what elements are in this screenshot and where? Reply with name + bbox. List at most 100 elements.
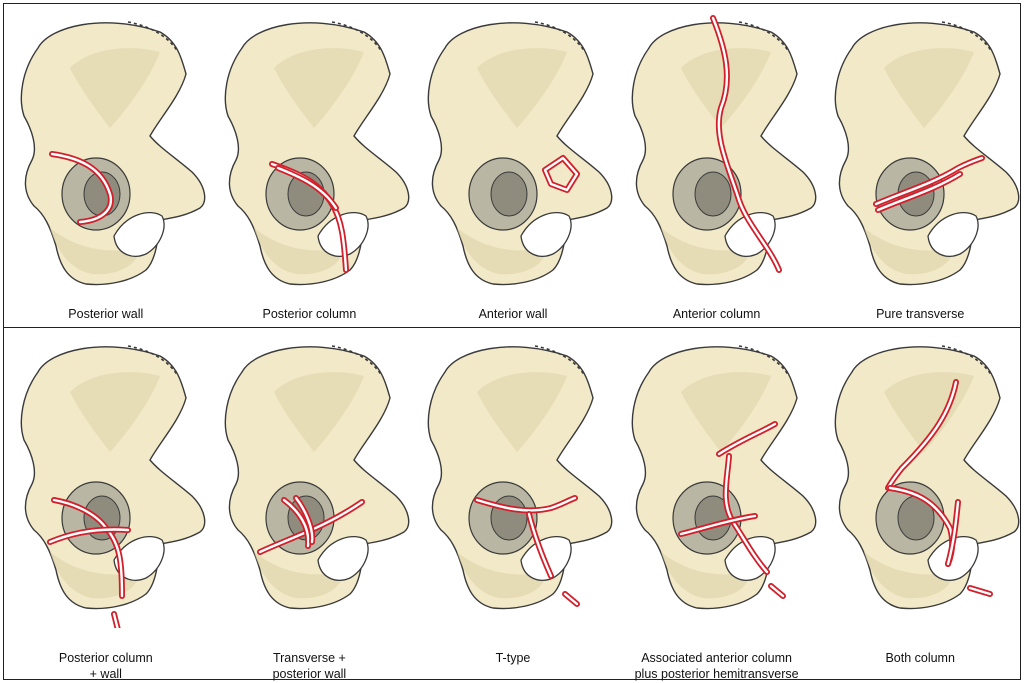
- fracture-gap: [527, 512, 553, 578]
- hip-bone: [20, 21, 206, 286]
- fracture-gap: [563, 592, 579, 606]
- obturator-foramen: [316, 536, 369, 581]
- label-anterior-wall: Anterior wall: [478, 307, 548, 321]
- ischium-shading: [660, 552, 751, 599]
- panel-posterior-column: Posterior column: [208, 4, 412, 327]
- ilium-shading: [884, 48, 975, 128]
- fracture-gap: [543, 156, 579, 192]
- panel-posterior-wall: Posterior wall: [4, 4, 208, 327]
- hip-bone: [835, 21, 1020, 286]
- pelvis-anterior-wall-illustration: [427, 21, 613, 286]
- fracture-gap: [50, 152, 113, 224]
- ilium-shading: [477, 372, 568, 452]
- iliac-crest-dashed: [738, 21, 790, 53]
- row-associated-fractures: Posterior column + wall Transverse + pos…: [4, 328, 1022, 682]
- ischium-shading: [457, 228, 548, 275]
- fracture-gap: [276, 166, 337, 210]
- pelvis-both-column-illustration: [835, 345, 1020, 610]
- obturator-foramen: [113, 212, 165, 257]
- pelvis-posterior-column-illustration: [224, 21, 409, 286]
- hip-bone: [224, 345, 409, 610]
- ischium-shading: [253, 228, 344, 275]
- ischium-shading: [660, 228, 751, 275]
- label-line-1: Associated anterior column: [641, 651, 792, 665]
- panel-posterior-column-wall: Posterior column + wall: [4, 328, 208, 682]
- label-posterior-column: Posterior column: [262, 307, 357, 321]
- fracture-gap: [875, 156, 984, 206]
- fracture-gap: [717, 422, 776, 456]
- label-line-1: Transverse +: [272, 651, 346, 665]
- panel-anterior-column: Anterior column: [615, 4, 819, 327]
- fracture-gap: [969, 586, 992, 596]
- iliac-crest-dashed: [942, 21, 994, 53]
- fracture-gap: [282, 498, 309, 548]
- panel-transverse-posterior-wall: Transverse + posterior wall: [208, 328, 412, 682]
- label-both-column: Both column: [818, 650, 1022, 666]
- ischium-shading: [864, 552, 955, 599]
- fracture-gap: [769, 584, 784, 598]
- pelvis-t-type-illustration: [427, 345, 613, 610]
- hip-bone: [631, 345, 817, 610]
- label-line-2: posterior wall: [272, 667, 347, 681]
- fracture-gap: [877, 172, 962, 212]
- label-pure-transverse: Pure transverse: [876, 307, 965, 321]
- label-anterior-column: Anterior column: [672, 307, 761, 321]
- fracture-gap: [294, 496, 314, 544]
- pelvis-posterior-column-wall-illustration: [20, 345, 206, 628]
- figure-frame: Posterior wall Posterior column Anterior…: [3, 3, 1022, 682]
- iliac-crest-dashed: [942, 345, 994, 377]
- obturator-foramen: [520, 212, 572, 257]
- fracture-gap: [48, 528, 130, 544]
- hip-bone: [224, 21, 409, 286]
- label-line-1: T-type: [495, 651, 531, 665]
- ischium-shading: [864, 228, 955, 275]
- ilium-shading: [273, 48, 364, 128]
- ilium-shading: [273, 372, 364, 452]
- hip-bone: [427, 345, 613, 610]
- iliac-crest-dashed: [535, 345, 586, 377]
- iliac-crest-dashed: [535, 21, 586, 53]
- ilium-shading: [477, 48, 568, 128]
- label-line-2: + wall: [89, 667, 122, 681]
- acetabular-fossa: [694, 171, 732, 217]
- fracture-gap: [947, 500, 960, 566]
- panel-pure-transverse: Pure transverse: [818, 4, 1022, 327]
- row-simple-fractures: Posterior wall Posterior column Anterior…: [4, 4, 1020, 328]
- label-transverse-posterior-wall: Transverse + posterior wall: [208, 650, 412, 682]
- label-associated-anterior-column: Associated anterior column plus posterio…: [615, 650, 819, 682]
- panel-both-column: Both column: [818, 328, 1022, 680]
- fracture-gap: [475, 496, 577, 512]
- iliac-crest-dashed: [127, 21, 179, 53]
- panel-associated-anterior-column: Associated anterior column plus posterio…: [615, 328, 819, 682]
- panel-t-type: T-type: [411, 328, 615, 680]
- label-line-2: plus posterior hemitransverse: [634, 667, 799, 681]
- obturator-foramen: [113, 536, 165, 581]
- hip-bone: [427, 21, 613, 286]
- fracture-gap: [679, 514, 756, 536]
- iliac-crest-dashed: [331, 345, 383, 377]
- label-posterior-wall: Posterior wall: [68, 307, 144, 321]
- fracture-gap: [711, 16, 780, 272]
- label-line-1: Both column: [885, 651, 955, 665]
- hip-bone: [835, 345, 1020, 610]
- acetabular-fossa: [490, 171, 528, 217]
- label-t-type: T-type: [411, 650, 615, 666]
- ilium-shading: [680, 372, 771, 452]
- ischium-shading: [50, 552, 140, 599]
- pelvis-pure-transverse-illustration: [835, 21, 1020, 286]
- iliac-crest-dashed: [738, 345, 790, 377]
- pelvis-anterior-column-illustration: [631, 15, 817, 286]
- panel-anterior-wall: Anterior wall: [411, 4, 615, 327]
- label-posterior-column-wall: Posterior column + wall: [4, 650, 208, 682]
- hip-bone: [631, 15, 817, 286]
- hip-bone: [20, 345, 206, 628]
- label-line-1: Posterior column: [58, 651, 153, 665]
- pelvis-associated-anterior-column-illustration: [631, 345, 817, 610]
- fracture-gap: [887, 380, 958, 490]
- iliac-crest-dashed: [127, 345, 179, 377]
- ischium-shading: [50, 228, 140, 275]
- ilium-shading: [70, 372, 160, 452]
- fracture-gap: [112, 612, 119, 628]
- ischium-shading: [253, 552, 344, 599]
- ilium-shading: [70, 48, 160, 128]
